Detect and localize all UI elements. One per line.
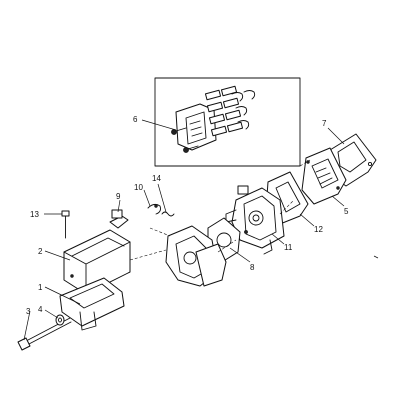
callout-14: 14 bbox=[152, 174, 161, 183]
bracket-9 bbox=[109, 209, 129, 229]
leader-lines bbox=[23, 119, 345, 341]
callout-11: 11 bbox=[284, 243, 293, 252]
reed-screws bbox=[171, 127, 199, 153]
reed-petals bbox=[204, 85, 244, 137]
cover-2 bbox=[63, 229, 131, 295]
callout-2: 2 bbox=[38, 247, 43, 256]
edge-mark bbox=[373, 255, 379, 259]
washer-4 bbox=[55, 314, 65, 326]
reed-valve-inset bbox=[154, 77, 301, 167]
spring-14 bbox=[161, 211, 175, 217]
callout-13: 13 bbox=[30, 210, 39, 219]
base-plate-1 bbox=[59, 277, 125, 331]
callout-labels: 1 2 3 4 5 6 7 8 9 10 11 12 13 14 bbox=[26, 115, 349, 316]
callout-7: 7 bbox=[322, 119, 327, 128]
callout-4: 4 bbox=[38, 305, 43, 314]
callout-8: 8 bbox=[250, 263, 255, 272]
assembly-lines bbox=[129, 159, 311, 261]
reed-stops bbox=[231, 90, 256, 130]
callout-6: 6 bbox=[133, 115, 138, 124]
callout-3: 3 bbox=[26, 307, 31, 316]
callout-1: 1 bbox=[38, 283, 43, 292]
reed-plate-5 bbox=[301, 147, 347, 205]
callout-5: 5 bbox=[344, 207, 349, 216]
bolt-13 bbox=[61, 210, 70, 239]
callout-10: 10 bbox=[134, 183, 143, 192]
carburetor-11 bbox=[225, 185, 285, 255]
callout-12: 12 bbox=[314, 225, 323, 234]
clip-10 bbox=[147, 203, 161, 215]
callout-9: 9 bbox=[116, 192, 121, 201]
intake-housing bbox=[165, 225, 227, 287]
